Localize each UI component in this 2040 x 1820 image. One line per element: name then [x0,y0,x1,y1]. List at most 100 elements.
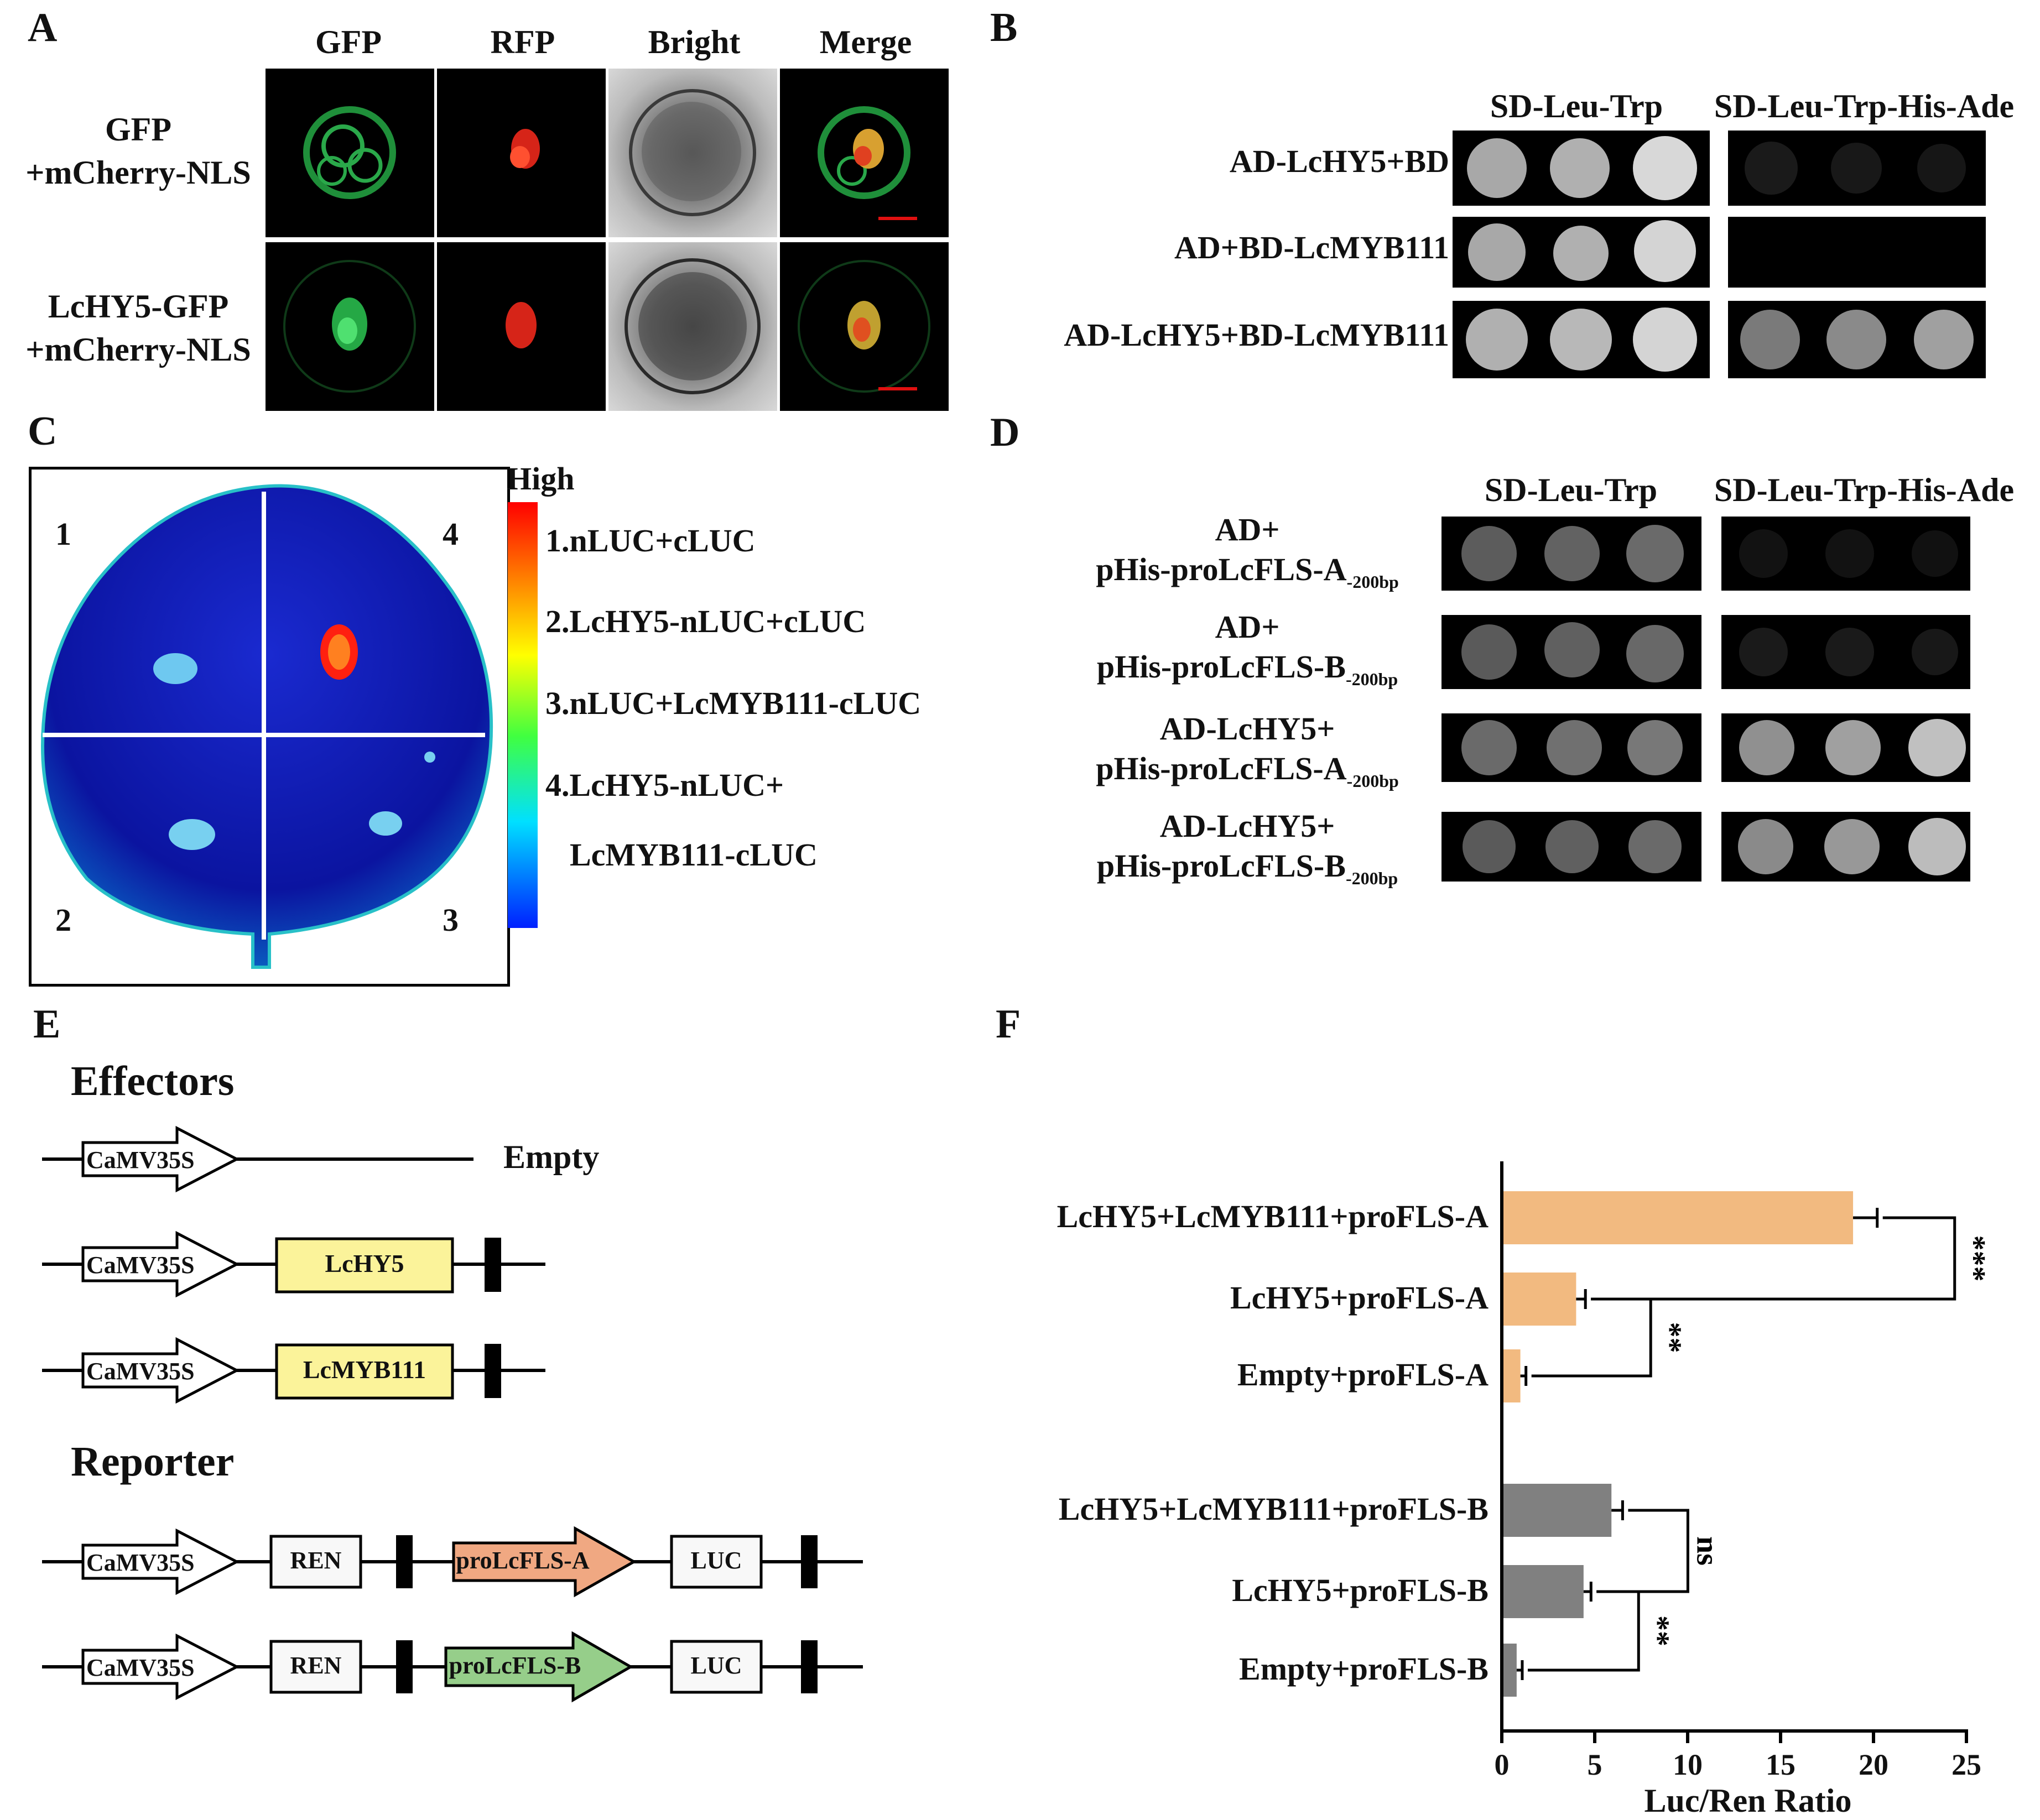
gene-label-lcmyb111: LcMYB111 [303,1355,426,1384]
yeast-plate-d-row3-left [1441,713,1701,782]
chart-category-label: LcHY5+LcMYB111+proFLS-B [1058,1491,1489,1527]
row-label-d2-line1: AD+ [1215,609,1280,645]
chart-category-label: Empty+proFLS-A [1237,1357,1489,1393]
chart-x-tick-label: 15 [1766,1748,1796,1781]
legend-c-4b: LcMYB111-cLUC [570,837,818,873]
chart-significance-label: ** [1653,1322,1687,1353]
micrograph-bright-row2 [608,242,777,411]
colorbar-high-label: High [507,461,575,497]
chart-x-axis-label: Luc/Ren Ratio [1644,1782,1852,1819]
legend-c-2: 2.LcHY5-nLUC+cLUC [545,603,866,639]
chart-bar [1503,1349,1521,1402]
panel-label-f: F [996,1002,1021,1047]
yeast-plate-b-row3-left [1453,301,1710,378]
gene-label-lchy5: LcHY5 [325,1249,404,1277]
panel-label-d: D [990,410,1020,455]
legend-c-1: 1.nLUC+cLUC [545,523,756,559]
yeast-plate-b-row1-left [1453,131,1710,206]
legend-c-3: 3.nLUC+LcMYB111-cLUC [545,685,922,721]
media-header-b2: SD-Leu-Trp-His-Ade [1714,88,2015,124]
yeast-plate-d-row4-left [1441,812,1701,882]
panel-label-a: A [28,5,58,50]
chart-significance-label: ns [1690,1536,1725,1566]
chart-category-label: LcHY5+proFLS-A [1230,1280,1489,1316]
col-header-gfp: GFP [315,24,382,60]
construct-diagram [42,1125,863,1703]
chart-significance-label: *** [1957,1235,1991,1282]
row-label-d1-line1: AD+ [1215,512,1280,547]
row-label-a1-line2: +mCherry-NLS [25,154,251,191]
row-label-d2-line2: pHis-proLcFLS-B-200bp [1096,649,1398,689]
micrograph-rfp-row1 [437,69,606,237]
row-label-b3: AD-LcHY5+BD-LcMYB111 [1064,317,1449,353]
leaf-quadrant-2: 2 [55,902,71,938]
row-label-a2-line1: LcHY5-GFP [48,288,229,325]
promoter-label-e2: CaMV35S [86,1251,195,1279]
chart-x-tick-label: 10 [1673,1748,1703,1781]
yeast-plate-b-row1-right [1728,131,1986,206]
luciferase-leaf-image [29,467,510,987]
row-label-d3-line2: pHis-proLcFLS-A-200bp [1096,750,1399,791]
media-header-b1: SD-Leu-Trp [1490,88,1663,124]
yeast-plate-d-row3-right [1721,713,1970,782]
yeast-plate-d-row1-right [1721,517,1970,591]
luc-label-b: LUC [690,1652,742,1679]
yeast-plate-d-row4-right [1721,812,1970,882]
chart-bar [1503,1273,1576,1326]
micrograph-merge-row2 [780,242,949,411]
luminescence-colorbar [508,502,538,928]
col-header-rfp: RFP [490,24,555,60]
micrograph-gfp-row2 [266,242,434,411]
ren-label-b: REN [290,1652,342,1679]
row-label-d1-line2: pHis-proLcFLS-A-200bp [1096,551,1399,592]
micrograph-gfp-row1 [266,69,434,237]
chart-bar [1503,1565,1584,1618]
promoter-label-e1: CaMV35S [86,1146,195,1174]
row-label-d4-line1: AD-LcHY5+ [1159,808,1335,844]
col-header-bright: Bright [648,24,741,60]
micrograph-bright-row1 [608,69,777,237]
chart-category-label: LcHY5+LcMYB111+proFLS-A [1057,1198,1489,1234]
chart-significance-bracket [1596,1509,1689,1593]
effectors-title: Effectors [71,1058,235,1104]
row-label-d3-line1: AD-LcHY5+ [1159,711,1335,747]
leaf-quadrant-3: 3 [443,902,459,938]
promoter-flsa-label: proLcFLS-A [456,1547,590,1574]
chart-significance-label: ** [1641,1615,1675,1646]
chart-significance-bracket [1531,1297,1652,1378]
row-label-d3: AD-LcHY5+ pHis-proLcFLS-A-200bp [1057,709,1438,801]
chart-x-tick-label: 5 [1587,1748,1602,1781]
row-label-d4-line2: pHis-proLcFLS-B-200bp [1096,848,1398,888]
chart-significance-bracket [1527,1590,1640,1672]
row-label-b2: AD+BD-LcMYB111 [1174,230,1449,265]
promoter-flsb-label: proLcFLS-B [449,1652,581,1679]
col-header-merge: Merge [819,24,912,60]
empty-vector-label: Empty [503,1139,600,1175]
yeast-plate-d-row1-left [1441,517,1701,591]
promoter-label-r2: CaMV35S [86,1654,195,1681]
chart-x-tick-label: 25 [1951,1748,1981,1781]
chart-category-label: LcHY5+proFLS-B [1232,1572,1489,1608]
legend-c-4a: 4.LcHY5-nLUC+ [545,767,784,803]
micrograph-merge-row1 [780,69,949,237]
panel-label-b: B [990,5,1018,50]
leaf-quadrant-1: 1 [55,516,71,552]
media-header-d2: SD-Leu-Trp-His-Ade [1714,472,2015,508]
chart-x-tick-label: 20 [1859,1748,1888,1781]
micrograph-rfp-row2 [437,242,606,411]
chart-category-label: Empty+proFLS-B [1239,1651,1489,1687]
promoter-label-r1: CaMV35S [86,1549,195,1576]
row-label-d1: AD+ pHis-proLcFLS-A-200bp [1057,510,1438,602]
row-label-b1: AD-LcHY5+BD [1229,143,1449,179]
row-label-a1-line1: GFP [105,111,171,148]
promoter-label-e3: CaMV35S [86,1358,195,1385]
chart-bar [1503,1484,1612,1537]
chart-significance-bracket [1591,1216,1956,1301]
ren-label-a: REN [290,1547,342,1574]
yeast-plate-b-row2-left [1453,217,1710,288]
chart-bar [1503,1191,1854,1244]
chart-x-tick-label: 0 [1494,1748,1510,1781]
row-label-d4: AD-LcHY5+ pHis-proLcFLS-B-200bp [1057,806,1438,898]
luc-label-a: LUC [690,1547,742,1574]
